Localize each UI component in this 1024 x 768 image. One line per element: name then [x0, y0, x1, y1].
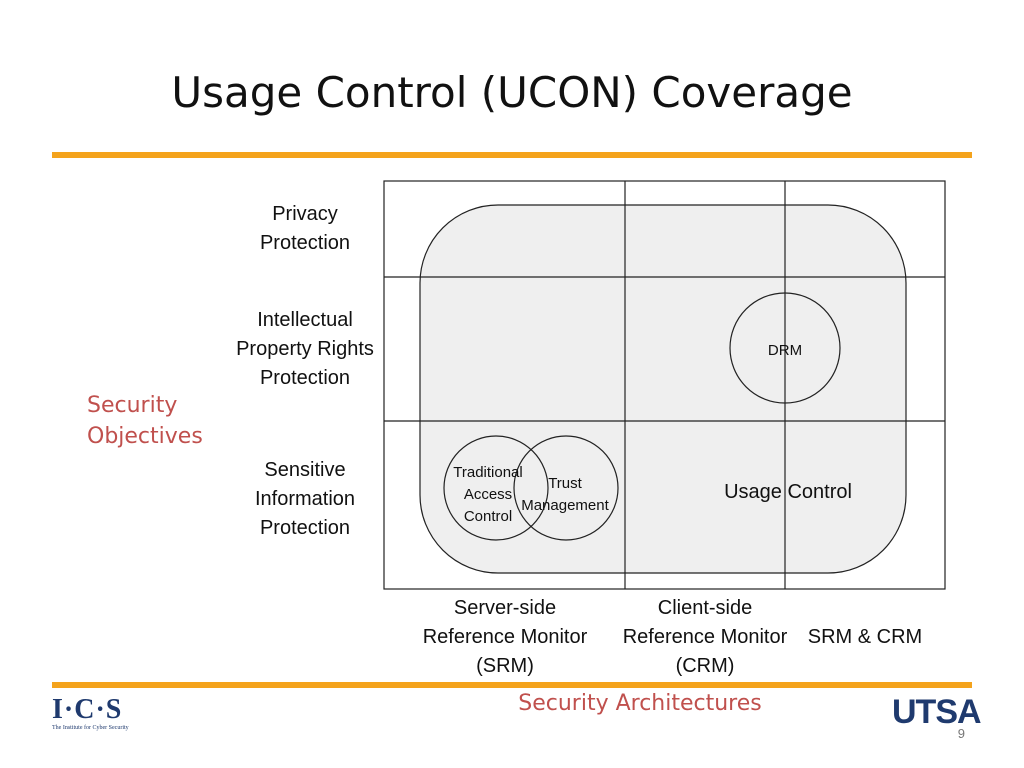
row-label-line: Information	[254, 488, 356, 510]
row-label-line: Protection	[259, 517, 351, 539]
ics-logo: I·C·S The Institute for Cyber Security	[52, 694, 129, 732]
column-label-srm-crm: SRM & CRM	[795, 623, 935, 652]
tac-label-line: Access	[464, 486, 512, 503]
row-label-privacy: Privacy Protection	[205, 200, 405, 258]
grid-frame	[383, 180, 946, 590]
x-axis-label: Security Architectures	[518, 691, 762, 716]
y-axis-label: Security Objectives	[87, 390, 237, 452]
ics-logo-tagline: The Institute for Cyber Security	[52, 725, 129, 731]
top-accent-rule	[52, 152, 972, 158]
row-label-line: Property Rights	[236, 338, 374, 360]
row-label-line: Intellectual	[257, 309, 353, 331]
column-label-line: SRM & CRM	[807, 626, 923, 648]
column-label-line: (CRM)	[675, 655, 735, 677]
column-label-crm: Client-side Reference Monitor (CRM)	[615, 594, 795, 681]
row-label-line: Sensitive	[264, 459, 346, 481]
column-label-line: Server-side	[453, 597, 557, 619]
usage-control-label: Usage Control	[724, 481, 852, 503]
ics-logo-mark: I·C·S	[52, 694, 123, 725]
column-label-line: Reference Monitor	[422, 626, 588, 648]
page-number: 9	[957, 726, 965, 741]
tm-label-line: Management	[521, 497, 609, 514]
tm-label-line: Trust	[548, 475, 582, 492]
utsa-logo: UTSA	[892, 693, 982, 731]
tac-label-line: Control	[464, 508, 512, 525]
column-label-line: Client-side	[657, 597, 753, 619]
bottom-accent-rule	[52, 682, 972, 688]
slide-title: Usage Control (UCON) Coverage	[171, 68, 853, 117]
row-label-line: Protection	[259, 232, 351, 254]
trust-management-circle	[513, 435, 619, 541]
row-label-line: Protection	[259, 367, 351, 389]
row-label-sensitive-information: Sensitive Information Protection	[205, 456, 405, 543]
drm-circle	[729, 292, 841, 404]
traditional-access-control-circle	[443, 435, 549, 541]
column-label-srm: Server-side Reference Monitor (SRM)	[415, 594, 595, 681]
row-label-intellectual-property: Intellectual Property Rights Protection	[205, 306, 405, 393]
tac-label-line: Traditional	[453, 464, 522, 481]
row-label-line: Privacy	[272, 203, 338, 225]
y-axis-label-line: Objectives	[87, 424, 203, 449]
drm-label: DRM	[768, 342, 802, 359]
column-label-line: (SRM)	[476, 655, 534, 677]
y-axis-label-line: Security	[87, 393, 178, 418]
column-label-line: Reference Monitor	[622, 626, 788, 648]
